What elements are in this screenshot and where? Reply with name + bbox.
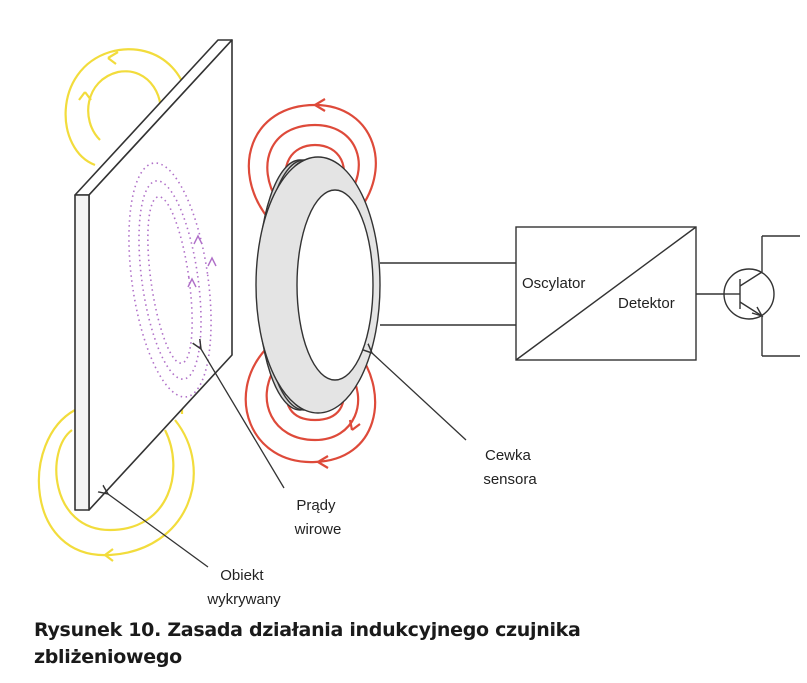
eddy-currents [128,162,212,398]
oscillator-detector-box [515,226,697,361]
sensor-coil [255,156,381,414]
detector-label: Detektor [618,295,675,312]
transistor-symbol [696,235,800,357]
figure-caption: Rysunek 10. Zasada działania indukcyjneg… [34,619,581,668]
coil-connector [380,262,516,326]
leader-lines [108,349,467,568]
coil-label: Cewka sensora [483,447,537,488]
target-plate [74,39,233,511]
inductive-sensor-diagram: Oscylator Detektor Cewka sensora Prądy w… [37,39,800,608]
eddy-current-arrows [187,234,217,288]
target-label: Obiekt wykrywany [206,567,281,608]
eddy-currents-label: Prądy wirowe [294,497,342,538]
oscillator-label: Oscylator [522,275,585,292]
